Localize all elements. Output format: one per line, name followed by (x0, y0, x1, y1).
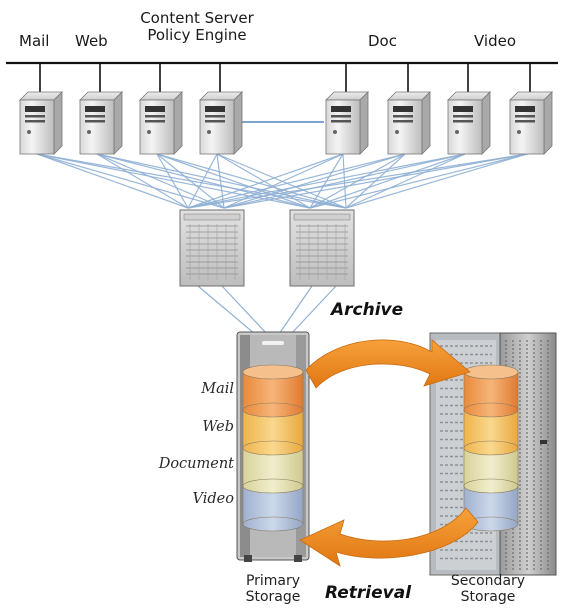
primary-tier-video (242, 485, 304, 532)
retrieval-arrow (299, 507, 479, 567)
doc-server-a-link-0 (187, 153, 344, 209)
video-server-b-link-1 (223, 153, 528, 209)
policy-engine-server-b-link-2 (216, 153, 311, 209)
archive-arrow (305, 339, 471, 389)
server-label-video: Video (474, 32, 517, 50)
policy-engine-server-b-link-3 (216, 153, 347, 209)
policy-engine-server-a (139, 91, 183, 155)
web-server-link-3 (96, 153, 347, 209)
video-server-b-link-3 (345, 153, 528, 209)
tier-label-document: Document (158, 456, 234, 472)
primary-tier-document (242, 447, 304, 494)
storage-link-1 (221, 285, 268, 335)
server-drop-lines (39, 63, 531, 96)
storage-link-2 (278, 285, 313, 335)
policy-engine-server-a-link-3 (156, 153, 347, 209)
switch-right (289, 209, 355, 287)
policy-engine-server-b (199, 91, 243, 155)
server-label-mail: Mail (19, 32, 50, 50)
video-server-a-link-1 (223, 153, 466, 209)
storage-link-0 (197, 285, 256, 335)
policy-engine-server-a-link-2 (156, 153, 311, 209)
policy-engine-server-b-link-0 (187, 153, 218, 209)
switch-left (179, 209, 245, 287)
tier-label-video: Video (192, 491, 234, 507)
doc-server-b (387, 91, 431, 155)
server-row (19, 91, 553, 155)
doc-server-a (325, 91, 369, 155)
secondary-cylinder-top (463, 364, 519, 380)
video-server-a-link-2 (309, 153, 466, 209)
archive-label: Archive (331, 300, 404, 320)
web-server-link-0 (96, 153, 189, 209)
switch-pair (179, 209, 355, 287)
server-label-policy-engine: Content Server Policy Engine (140, 9, 254, 44)
secondary-storage-label: Secondary Storage (450, 573, 526, 605)
server-label-web: Web (75, 32, 108, 50)
web-server-link-1 (96, 153, 225, 209)
fabric-links (36, 153, 528, 335)
mail-server (19, 91, 63, 155)
primary-cylinder-top (242, 364, 304, 380)
primary-tier-mail (242, 371, 304, 418)
primary-storage-label: Primary Storage (245, 573, 301, 605)
video-server-a-link-3 (345, 153, 466, 209)
secondary-tier-web (463, 409, 519, 456)
video-server-a (447, 91, 491, 155)
doc-server-b-link-0 (187, 153, 406, 209)
video-server-a-link-0 (187, 153, 466, 209)
mail-server-link-0 (36, 153, 189, 209)
mail-server-link-3 (36, 153, 347, 209)
policy-engine-server-a-link-0 (156, 153, 189, 209)
doc-server-b-link-1 (223, 153, 406, 209)
storage-link-3 (290, 285, 337, 335)
tier-label-web: Web (202, 419, 234, 435)
tier-cylinders (242, 364, 519, 532)
tier-label-mail: Mail (201, 381, 234, 397)
video-server-b-link-2 (309, 153, 528, 209)
video-server-b-link-0 (187, 153, 528, 209)
video-server-b (509, 91, 553, 155)
web-server (79, 91, 123, 155)
server-label-doc: Doc (368, 32, 397, 50)
retrieval-label: Retrieval (325, 583, 412, 603)
